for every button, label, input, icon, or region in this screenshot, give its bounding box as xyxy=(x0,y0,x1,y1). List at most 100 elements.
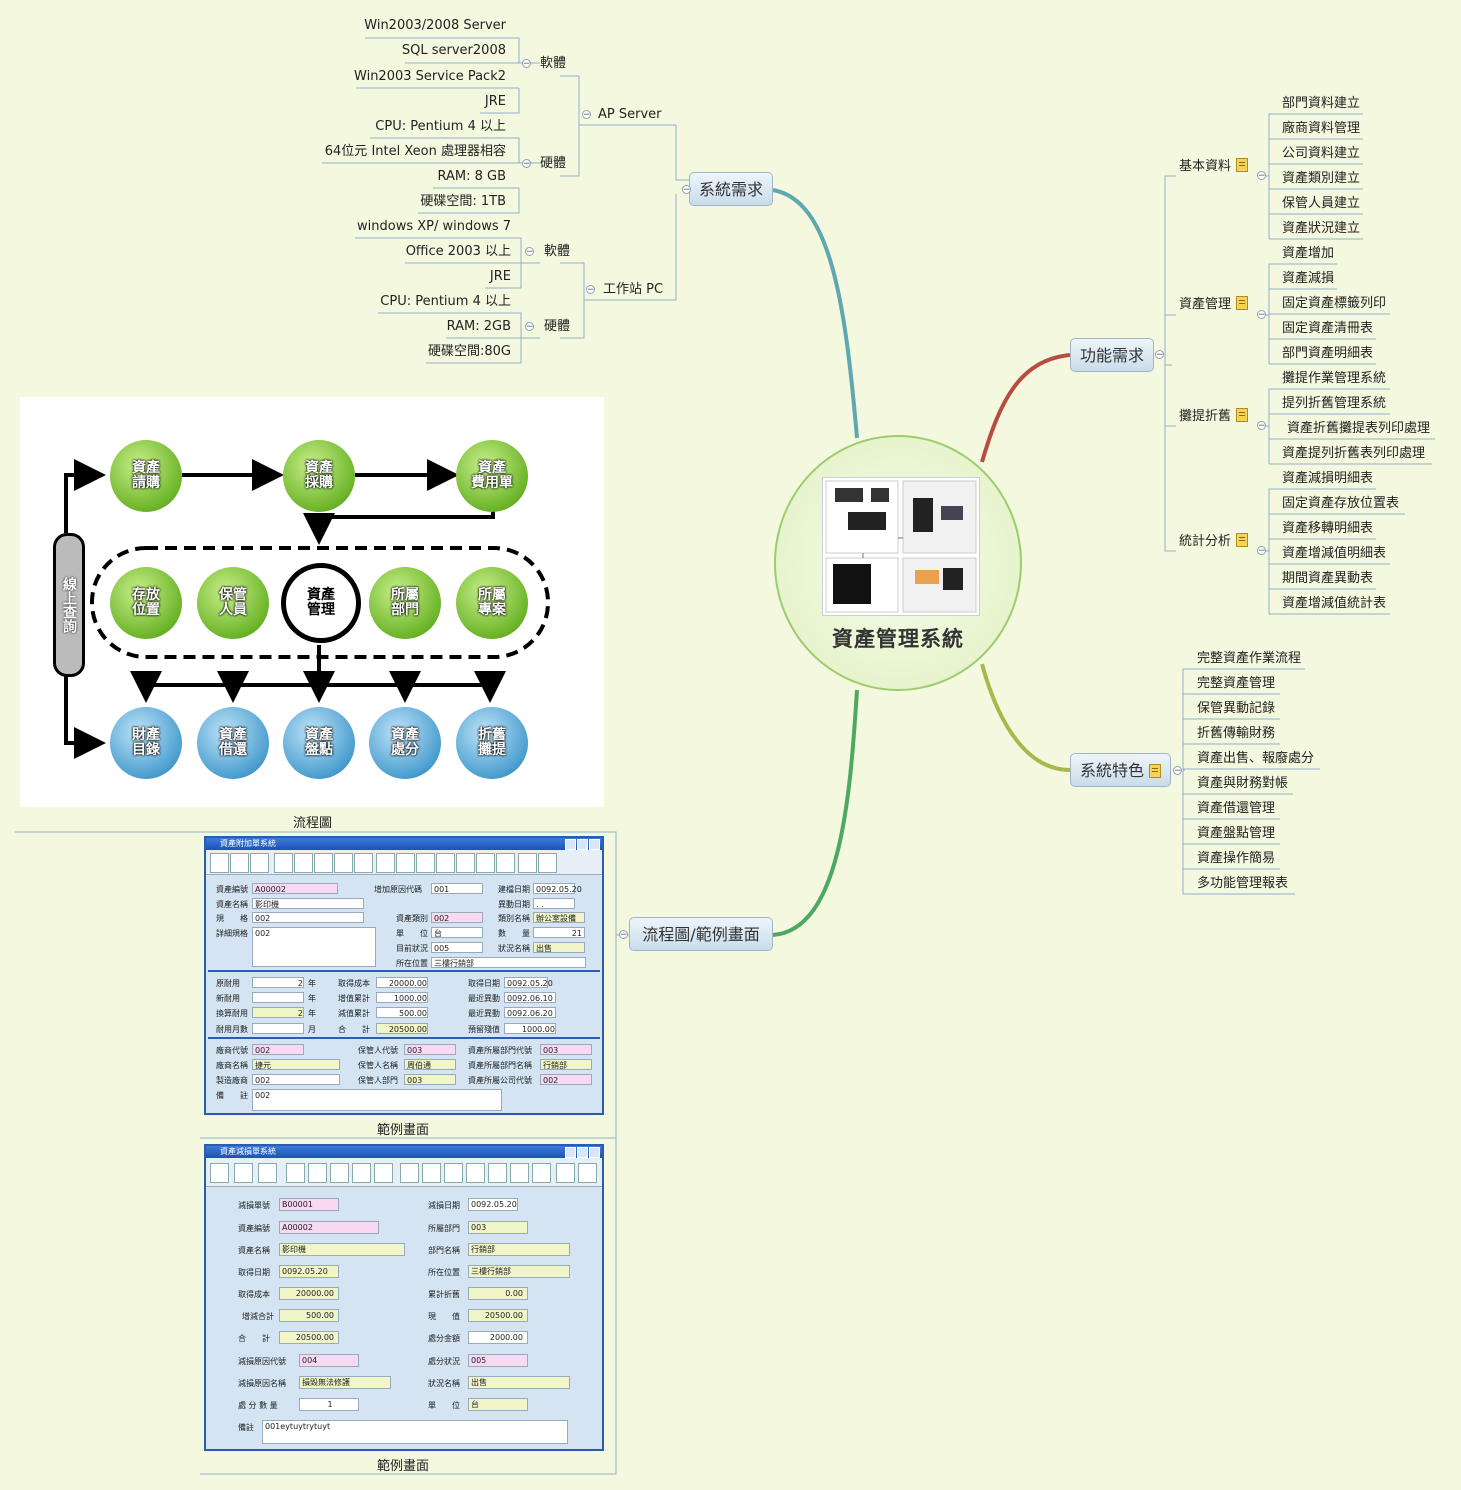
collapse-toggle[interactable]: − xyxy=(525,322,534,332)
query-icon[interactable] xyxy=(354,853,373,873)
remark-field[interactable]: 002 xyxy=(252,1089,502,1111)
leaf-item[interactable]: CPU: Pentium 4 以上 xyxy=(380,294,511,309)
search-icon[interactable] xyxy=(422,1163,441,1183)
leaf-item[interactable]: 提列折舊管理系統 xyxy=(1282,396,1387,411)
topic-flow-and-samples[interactable]: 流程圖/範例畫面 xyxy=(629,917,773,951)
category-field[interactable]: 002 xyxy=(431,912,483,923)
new-icon[interactable] xyxy=(400,1163,419,1183)
present-value-field[interactable]: 20500.00 xyxy=(468,1309,528,1322)
acquired-date-field[interactable]: 0092.05.20 xyxy=(504,977,553,988)
leaf-item[interactable]: 資產增減值統計表 xyxy=(1282,596,1387,611)
export-icon[interactable] xyxy=(488,1163,507,1183)
maximize-icon[interactable] xyxy=(577,839,588,850)
topic-system-requirements[interactable]: 系統需求 xyxy=(689,172,773,206)
status-name-field[interactable]: 出售 xyxy=(468,1376,570,1389)
last-record-icon[interactable] xyxy=(352,1163,371,1183)
change-total-field[interactable]: 500.00 xyxy=(279,1309,339,1322)
leaf-item[interactable]: 固定資產存放位置表 xyxy=(1282,496,1400,511)
calendar-icon[interactable] xyxy=(230,853,249,873)
leaf-item[interactable]: 固定資產清冊表 xyxy=(1282,321,1374,336)
orig-life-field[interactable]: 2 xyxy=(252,977,304,988)
asset-id-field[interactable]: A00002 xyxy=(252,883,338,894)
manufacturer-field[interactable]: 002 xyxy=(252,1074,340,1085)
new-life-field[interactable] xyxy=(252,992,304,1003)
asset-name-field[interactable]: 影印機 xyxy=(279,1243,405,1256)
leaf-item[interactable]: 廠商資料管理 xyxy=(1282,121,1361,136)
dept-field[interactable]: 003 xyxy=(468,1221,528,1234)
leaf-item[interactable]: Win2003/2008 Server xyxy=(364,18,506,33)
search-icon[interactable] xyxy=(396,853,415,873)
leaf-item[interactable]: Office 2003 以上 xyxy=(405,244,511,259)
collapse-toggle[interactable]: − xyxy=(682,185,691,195)
leaf-item[interactable]: CPU: Pentium 4 以上 xyxy=(375,119,506,134)
total-field[interactable]: 20500.00 xyxy=(279,1331,339,1344)
asset-name-field[interactable]: 影印機 xyxy=(252,898,364,909)
vendor-code-field[interactable]: 002 xyxy=(252,1044,304,1055)
group-asset-management[interactable]: 資產管理 xyxy=(1179,296,1249,313)
created-date-field[interactable]: 0092.05.20 xyxy=(533,883,582,894)
location-field[interactable]: 三樓行銷部 xyxy=(468,1265,570,1278)
calculator-icon[interactable] xyxy=(210,1163,229,1183)
save-icon[interactable] xyxy=(476,853,495,873)
keeper-dept-field[interactable]: 003 xyxy=(404,1074,456,1085)
collapse-toggle[interactable]: − xyxy=(1155,350,1164,360)
settings-icon[interactable] xyxy=(578,1163,597,1183)
close-icon[interactable] xyxy=(589,839,600,850)
total-field[interactable]: 20500.00 xyxy=(376,1023,428,1034)
undo-icon[interactable] xyxy=(496,853,515,873)
leaf-item[interactable]: 部門資產明細表 xyxy=(1282,346,1374,361)
leaf-item[interactable]: 資產出售、報廢處分 xyxy=(1197,751,1315,766)
leaf-item[interactable]: SQL server2008 xyxy=(401,43,506,58)
leaf-item[interactable]: 資產狀況建立 xyxy=(1282,221,1361,236)
new-icon[interactable] xyxy=(376,853,395,873)
print-icon[interactable] xyxy=(518,853,537,873)
note-icon[interactable] xyxy=(1149,764,1161,778)
next-record-icon[interactable] xyxy=(330,1163,349,1183)
group-basic-data[interactable]: 基本資料 xyxy=(1179,158,1249,175)
leaf-item[interactable]: 攤提作業管理系統 xyxy=(1282,371,1387,386)
collapse-toggle[interactable]: − xyxy=(1257,171,1266,181)
delete-icon[interactable] xyxy=(466,1163,485,1183)
unit-field[interactable]: 台 xyxy=(468,1398,528,1411)
note-icon[interactable] xyxy=(1236,533,1249,547)
delete-icon[interactable] xyxy=(436,853,455,873)
leaf-item[interactable]: 硬碟空間: 1TB xyxy=(420,194,506,209)
owner-company-field[interactable]: 002 xyxy=(540,1074,592,1085)
collapse-toggle[interactable]: − xyxy=(586,285,595,295)
changed-date-field[interactable]: . . xyxy=(533,898,575,909)
impairment-date-field[interactable]: 0092.05.20 xyxy=(468,1198,518,1211)
note-icon[interactable] xyxy=(1236,408,1249,422)
detail-spec-field[interactable]: 002 xyxy=(252,927,376,967)
leaf-item[interactable]: RAM: 2GB xyxy=(446,319,511,334)
leaf-item[interactable]: 多功能管理報表 xyxy=(1197,876,1289,891)
central-topic[interactable]: 資產管理系統 xyxy=(774,435,1022,691)
close-icon[interactable] xyxy=(589,1147,600,1158)
minimize-icon[interactable] xyxy=(565,1147,576,1158)
calculator-icon[interactable] xyxy=(210,853,229,873)
prev-record-icon[interactable] xyxy=(308,1163,327,1183)
reason-code-select[interactable]: 001 xyxy=(431,883,483,894)
undo-icon[interactable] xyxy=(532,1163,551,1183)
leaf-item[interactable]: 完整資產作業流程 xyxy=(1197,651,1302,666)
collapse-toggle[interactable]: − xyxy=(1257,546,1266,556)
prev-record-icon[interactable] xyxy=(294,853,313,873)
accum-depr-field[interactable]: 0.00 xyxy=(468,1287,528,1300)
spec-field[interactable]: 002 xyxy=(252,912,364,923)
leaf-item[interactable]: 固定資產標籤列印 xyxy=(1282,296,1387,311)
leaf-item[interactable]: 資產減損明細表 xyxy=(1282,471,1374,486)
topic-function-requirements[interactable]: 功能需求 xyxy=(1070,338,1154,372)
calendar-icon[interactable] xyxy=(234,1163,253,1183)
branch-workstation[interactable]: 工作站 PC xyxy=(603,282,664,297)
leaf-item[interactable]: 資產盤點管理 xyxy=(1197,826,1276,841)
note-icon[interactable] xyxy=(1236,296,1249,310)
print-icon[interactable] xyxy=(556,1163,575,1183)
leaf-item[interactable]: 資產增加 xyxy=(1282,246,1335,261)
leaf-item[interactable]: 保管人員建立 xyxy=(1282,196,1361,211)
reason-code-field[interactable]: 004 xyxy=(299,1354,359,1367)
group-statistics[interactable]: 統計分析 xyxy=(1179,533,1249,550)
life-months-field[interactable] xyxy=(252,1023,304,1034)
owner-dept-name-field[interactable]: 行銷部 xyxy=(540,1059,592,1070)
status-name-field[interactable]: 出售 xyxy=(533,942,585,953)
first-record-icon[interactable] xyxy=(286,1163,305,1183)
leaf-item[interactable]: JRE xyxy=(489,269,511,284)
